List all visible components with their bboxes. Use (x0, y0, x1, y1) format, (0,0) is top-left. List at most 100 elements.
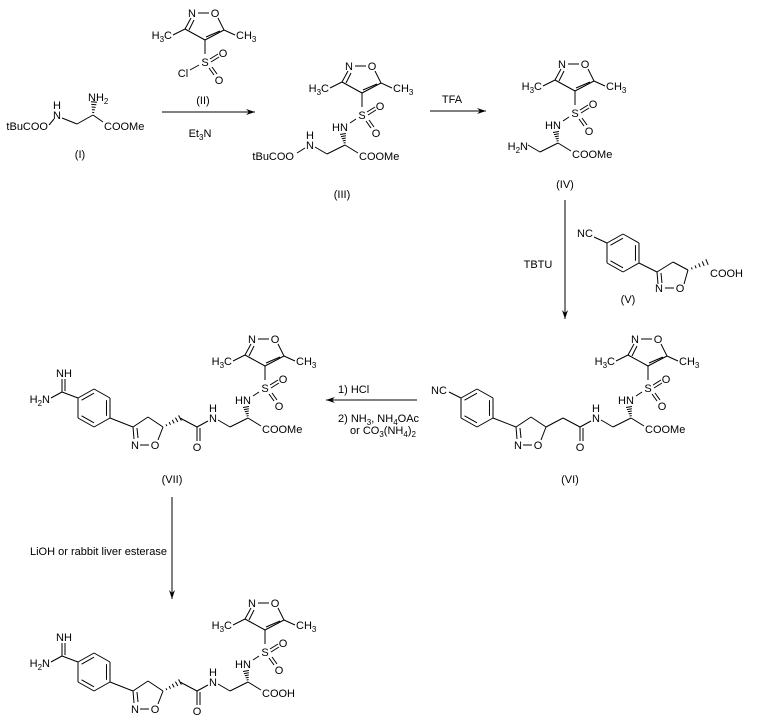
atom-label: S (644, 383, 651, 395)
atom-label: N (131, 704, 139, 716)
bond (244, 607, 252, 620)
atom-label: H3C (212, 356, 232, 370)
benzene-ring (460, 388, 494, 428)
bond (648, 356, 664, 364)
bond (367, 109, 377, 116)
bond (627, 343, 635, 356)
double-bond (81, 415, 95, 424)
bond (345, 72, 352, 84)
bond (557, 142, 572, 152)
atom-label: HN (618, 395, 634, 407)
bond (248, 345, 255, 357)
bond (587, 68, 595, 82)
bond (314, 146, 328, 155)
bond (61, 391, 79, 399)
bond (232, 618, 246, 626)
subscript: 3 (409, 88, 414, 97)
hashed-wedge-bond (555, 137, 559, 140)
atom-label: O (576, 442, 585, 454)
benzene-ring (77, 388, 111, 428)
arrow-head-icon (246, 109, 255, 115)
bond (283, 619, 296, 626)
atom-label: tBuCOO (252, 151, 294, 163)
bond (653, 382, 663, 389)
atom-label: COOMe (572, 149, 612, 161)
label-part: (NH (384, 425, 404, 437)
label-part: N (42, 658, 50, 670)
atom-label: COOH (262, 688, 295, 700)
atom-label: H3C (152, 30, 172, 44)
bond (136, 691, 139, 703)
bond (341, 81, 363, 94)
atom-label: HN (235, 395, 251, 407)
bond (188, 19, 195, 31)
atom-label: COOMe (262, 424, 302, 436)
atom-label: H (209, 403, 217, 415)
bond (229, 681, 249, 692)
subscript: 4 (393, 418, 398, 427)
atom-label: N (306, 140, 314, 152)
bond (77, 417, 95, 428)
label-part: or CO (350, 425, 380, 437)
atom-label: COOMe (645, 424, 685, 436)
hashed-wedge-bond (554, 135, 559, 138)
bond (593, 80, 606, 87)
atom-label: O (215, 75, 224, 87)
hashed-wedge-bond (168, 421, 171, 425)
label-part: Et (189, 128, 199, 140)
bond (270, 646, 280, 653)
atom-label: CH3 (606, 81, 627, 95)
bond (244, 343, 252, 356)
subscript: 2 (38, 399, 43, 408)
hashed-wedge-bond (244, 410, 249, 413)
label-part: H (508, 141, 516, 153)
atom-label: S (261, 647, 268, 659)
atom-label: N (592, 413, 600, 425)
atom-label: O (585, 126, 594, 138)
bond (252, 391, 260, 397)
subscript: 2 (411, 430, 416, 439)
bond (527, 144, 541, 153)
bond (361, 82, 382, 94)
bond (147, 680, 164, 692)
bond (61, 117, 78, 125)
subscript: 3 (220, 625, 225, 634)
atom-label: N (209, 413, 217, 425)
bond (269, 643, 279, 650)
atom-label: N (53, 110, 61, 122)
bond (252, 655, 260, 661)
bond (209, 53, 219, 60)
bond (600, 419, 614, 428)
bond (277, 343, 285, 357)
hashed-wedge-bond (171, 419, 175, 424)
atom-label: S (261, 383, 268, 395)
atom-label: O (662, 374, 671, 386)
atom-label: H3C (212, 620, 232, 634)
compound-label: (I) (75, 149, 85, 161)
label-part: H (595, 356, 603, 368)
bond (654, 392, 661, 401)
atom-label: N (345, 61, 353, 73)
bond (476, 388, 494, 399)
label-part: C (607, 356, 615, 368)
atom-label: O (676, 283, 685, 295)
label-part: OAc (398, 413, 420, 425)
bond (635, 391, 643, 397)
subscript: 3 (317, 88, 322, 97)
bond (344, 144, 359, 154)
bond (132, 680, 149, 692)
hashed-wedge-bond (174, 417, 179, 423)
step-2: TFA (430, 94, 486, 114)
double-bond (610, 237, 624, 246)
hashed-wedge-bond (178, 415, 182, 421)
atom-label: N (131, 440, 139, 452)
bond (77, 652, 95, 663)
label-part: C (224, 620, 232, 632)
compound-label: (VII) (162, 474, 183, 486)
label-part: N (42, 394, 50, 406)
bond (277, 607, 285, 621)
subscript: 3 (220, 361, 225, 370)
atom-label: H2N (30, 394, 50, 408)
